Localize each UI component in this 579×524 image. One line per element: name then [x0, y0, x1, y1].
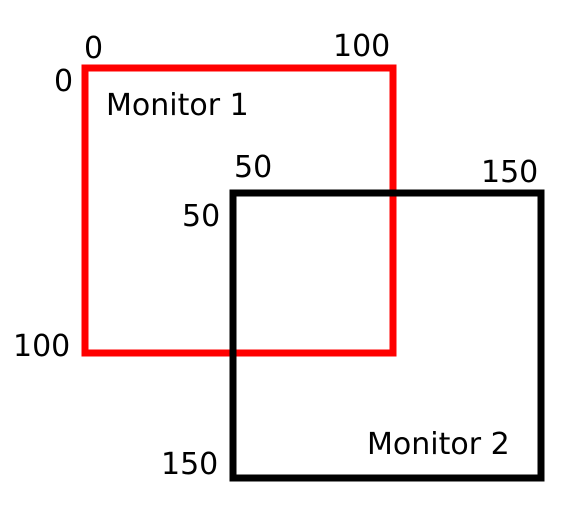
monitor-2-y-start-label: 50 [182, 199, 220, 234]
monitor-1-x-end-label: 100 [333, 29, 390, 64]
monitor-1-name-label: Monitor 1 [106, 88, 249, 123]
monitor-2-x-end-label: 150 [481, 155, 538, 190]
monitor-1-x-start-label: 0 [84, 31, 103, 66]
monitor-2-x-start-label: 50 [234, 150, 272, 185]
monitor-2-outline [229, 189, 545, 482]
monitor-2-y-end-label: 150 [161, 447, 218, 482]
monitor-1-outline [81, 64, 397, 357]
monitor-1-y-end-label: 100 [13, 329, 70, 364]
monitor-1-y-start-label: 0 [54, 64, 73, 99]
monitor-2-name-label: Monitor 2 [367, 427, 510, 462]
